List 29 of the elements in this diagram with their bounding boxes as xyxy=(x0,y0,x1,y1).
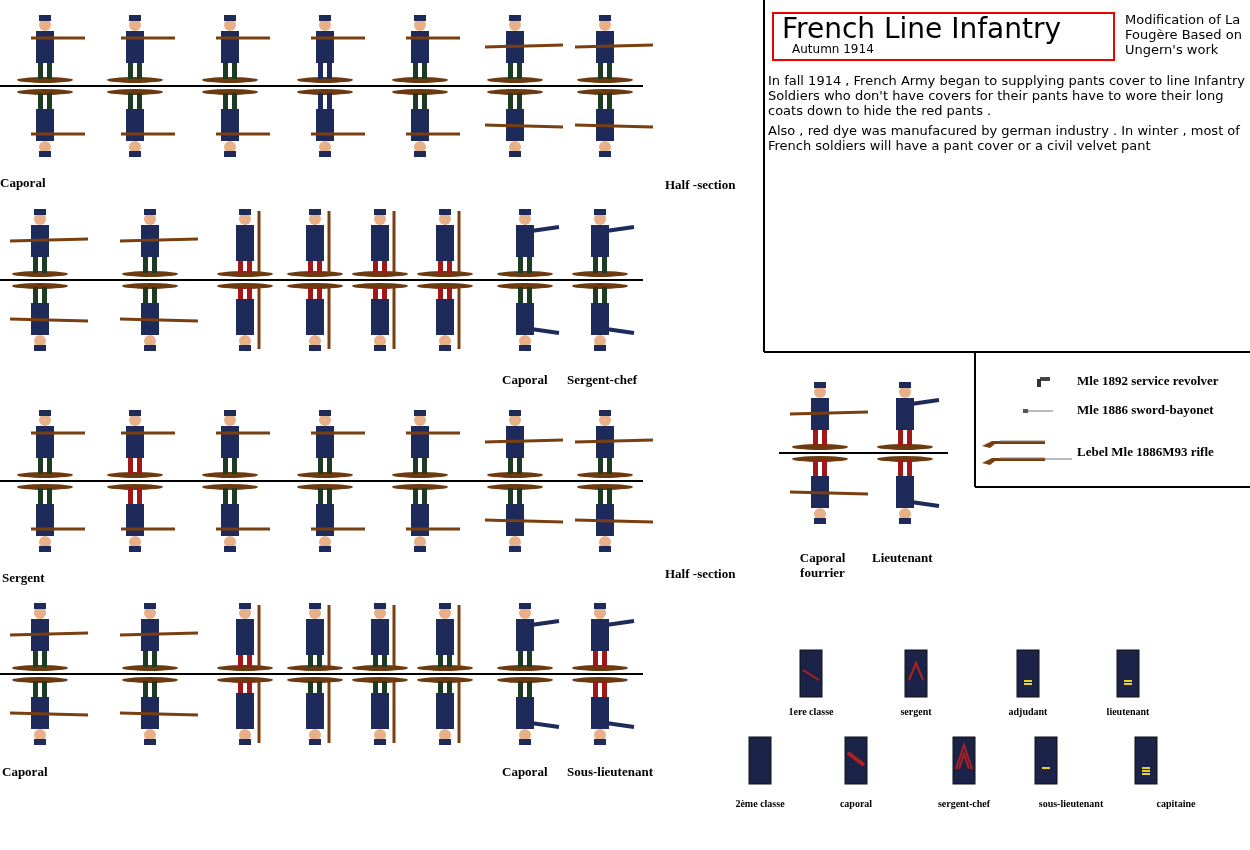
subtitle: Autumn 1914 xyxy=(792,42,874,56)
rank-label: Caporal fourrier xyxy=(798,550,847,580)
insignia-label: capitaine xyxy=(1155,797,1197,811)
insignia-label: caporal xyxy=(838,797,874,811)
rank-label: Sous-lieutenant xyxy=(567,764,654,779)
insignia-label: sergent-chef xyxy=(936,797,992,811)
weapon-label: Mle 1892 service revolver xyxy=(1077,373,1220,388)
insignia-label: sous-lieutenant xyxy=(1037,797,1105,811)
note-paragraph: In fall 1914 , French Army began to supplying pants cover to line Infantry Soldiers who don't have covers for their pants have to wore their long coats down to hide the red pants . xyxy=(768,73,1246,118)
rank-label: Caporal xyxy=(0,175,47,190)
insignia-label: adjudant xyxy=(1007,705,1049,719)
insignia-label: 2ème classe xyxy=(734,797,786,811)
rank-label: Caporal xyxy=(502,764,549,779)
title: French Line Infantry xyxy=(782,12,1062,45)
weapon-label: Mle 1886 sword-bayonet xyxy=(1077,402,1215,417)
insignia-label: lieutenant xyxy=(1105,705,1151,719)
rank-label: Caporal xyxy=(502,372,549,387)
credit-note: Modification of La Fougère Based on Ungern's work xyxy=(1125,12,1243,57)
title-box xyxy=(772,12,1115,61)
rank-label: Sergent-chef xyxy=(567,372,639,387)
rank-label: Sergent xyxy=(2,570,46,585)
insignia-label: sergent xyxy=(899,705,933,719)
rank-label: Caporal xyxy=(2,764,49,779)
rank-label: Lieutenant xyxy=(872,550,934,565)
weapon-label: Lebel Mle 1886M93 rifle xyxy=(1077,444,1215,459)
unit-label: Half -section xyxy=(665,177,737,192)
unit-label: Half -section xyxy=(665,566,737,581)
insignia-label: 1ere classe xyxy=(787,705,835,719)
note-paragraph: Also , red dye was manufacured by german industry . In winter , most of French soldiers will have a pant cover or a civil velvet pant xyxy=(768,123,1241,153)
